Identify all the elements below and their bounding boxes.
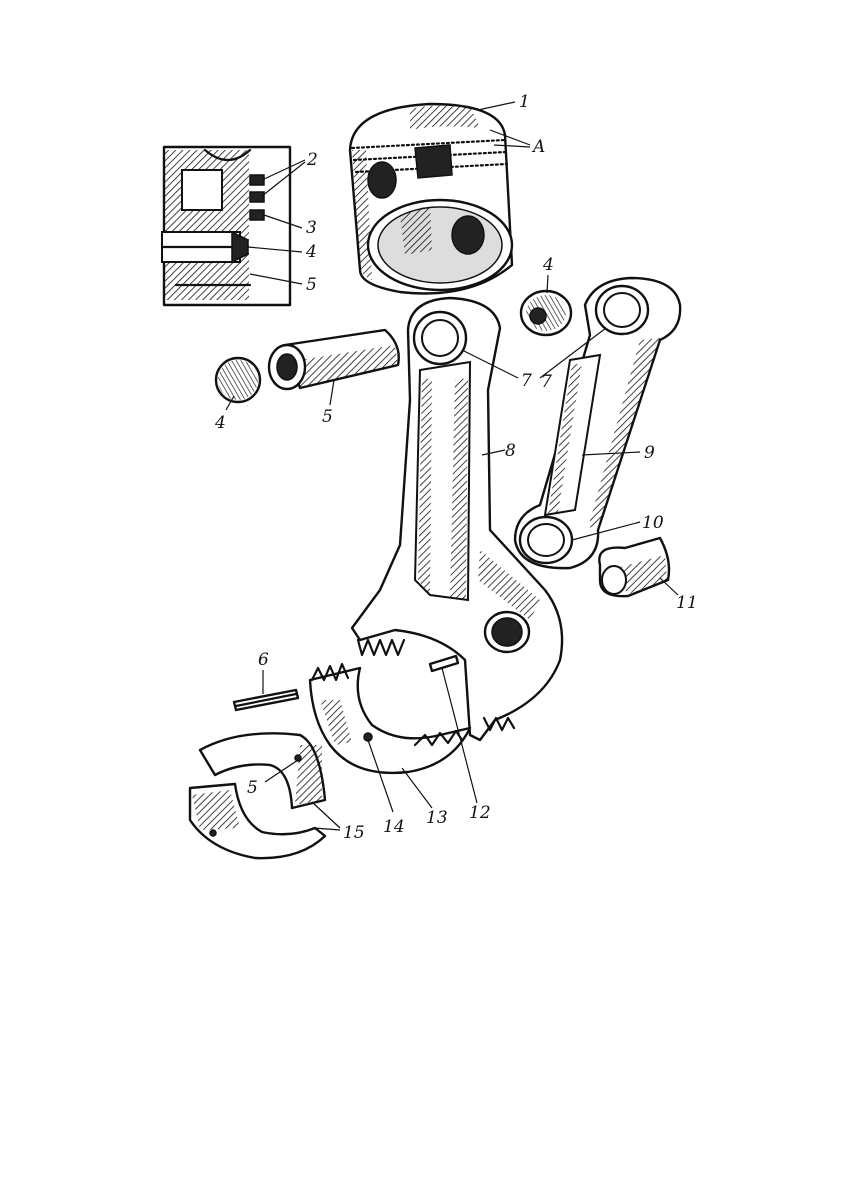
label-9: 9 [644,443,655,463]
label-6: 6 [258,650,269,670]
bearing-cap [308,662,472,775]
ring-groove-3 [249,209,265,221]
pin-boss-hole-right [451,215,485,255]
pin-lock-ring-left [214,356,262,404]
label-4-ring: 4 [542,255,554,275]
label-7-right: 7 [541,372,552,392]
label-12: 12 [469,803,491,823]
label-4-inset: 4 [305,242,317,262]
ring-groove-2 [249,191,265,203]
label-5-shell: 5 [247,778,258,798]
ring-groove-1 [249,174,265,186]
cap-bolt [428,654,460,673]
piston-section-inset [160,145,292,307]
bearing-shells [188,732,327,860]
piston-pin [267,328,400,391]
pin-boss-hole-left [367,161,397,199]
connecting-rod-secondary [513,276,682,570]
label-5-inset: 5 [306,275,317,295]
pin-lock-ring-right [519,289,573,337]
label-15: 15 [343,823,365,843]
label-a: A [531,137,545,157]
label-7-left: 7 [521,371,532,391]
connecting-rod-main [350,296,564,742]
label-8: 8 [505,441,516,461]
lock-ring-section [231,230,249,264]
label-3: 3 [306,218,317,238]
label-14: 14 [383,817,405,837]
label-10: 10 [642,513,664,533]
dowel-pin [232,688,300,712]
bushing [598,536,671,598]
label-11: 11 [676,593,698,613]
label-1: 1 [519,92,530,112]
label-13: 13 [426,808,448,828]
label-4-ball: 4 [214,413,226,433]
piston [348,102,514,295]
leader-lines [225,101,679,831]
label-5-pin: 5 [322,407,333,427]
label-2: 2 [306,150,318,170]
